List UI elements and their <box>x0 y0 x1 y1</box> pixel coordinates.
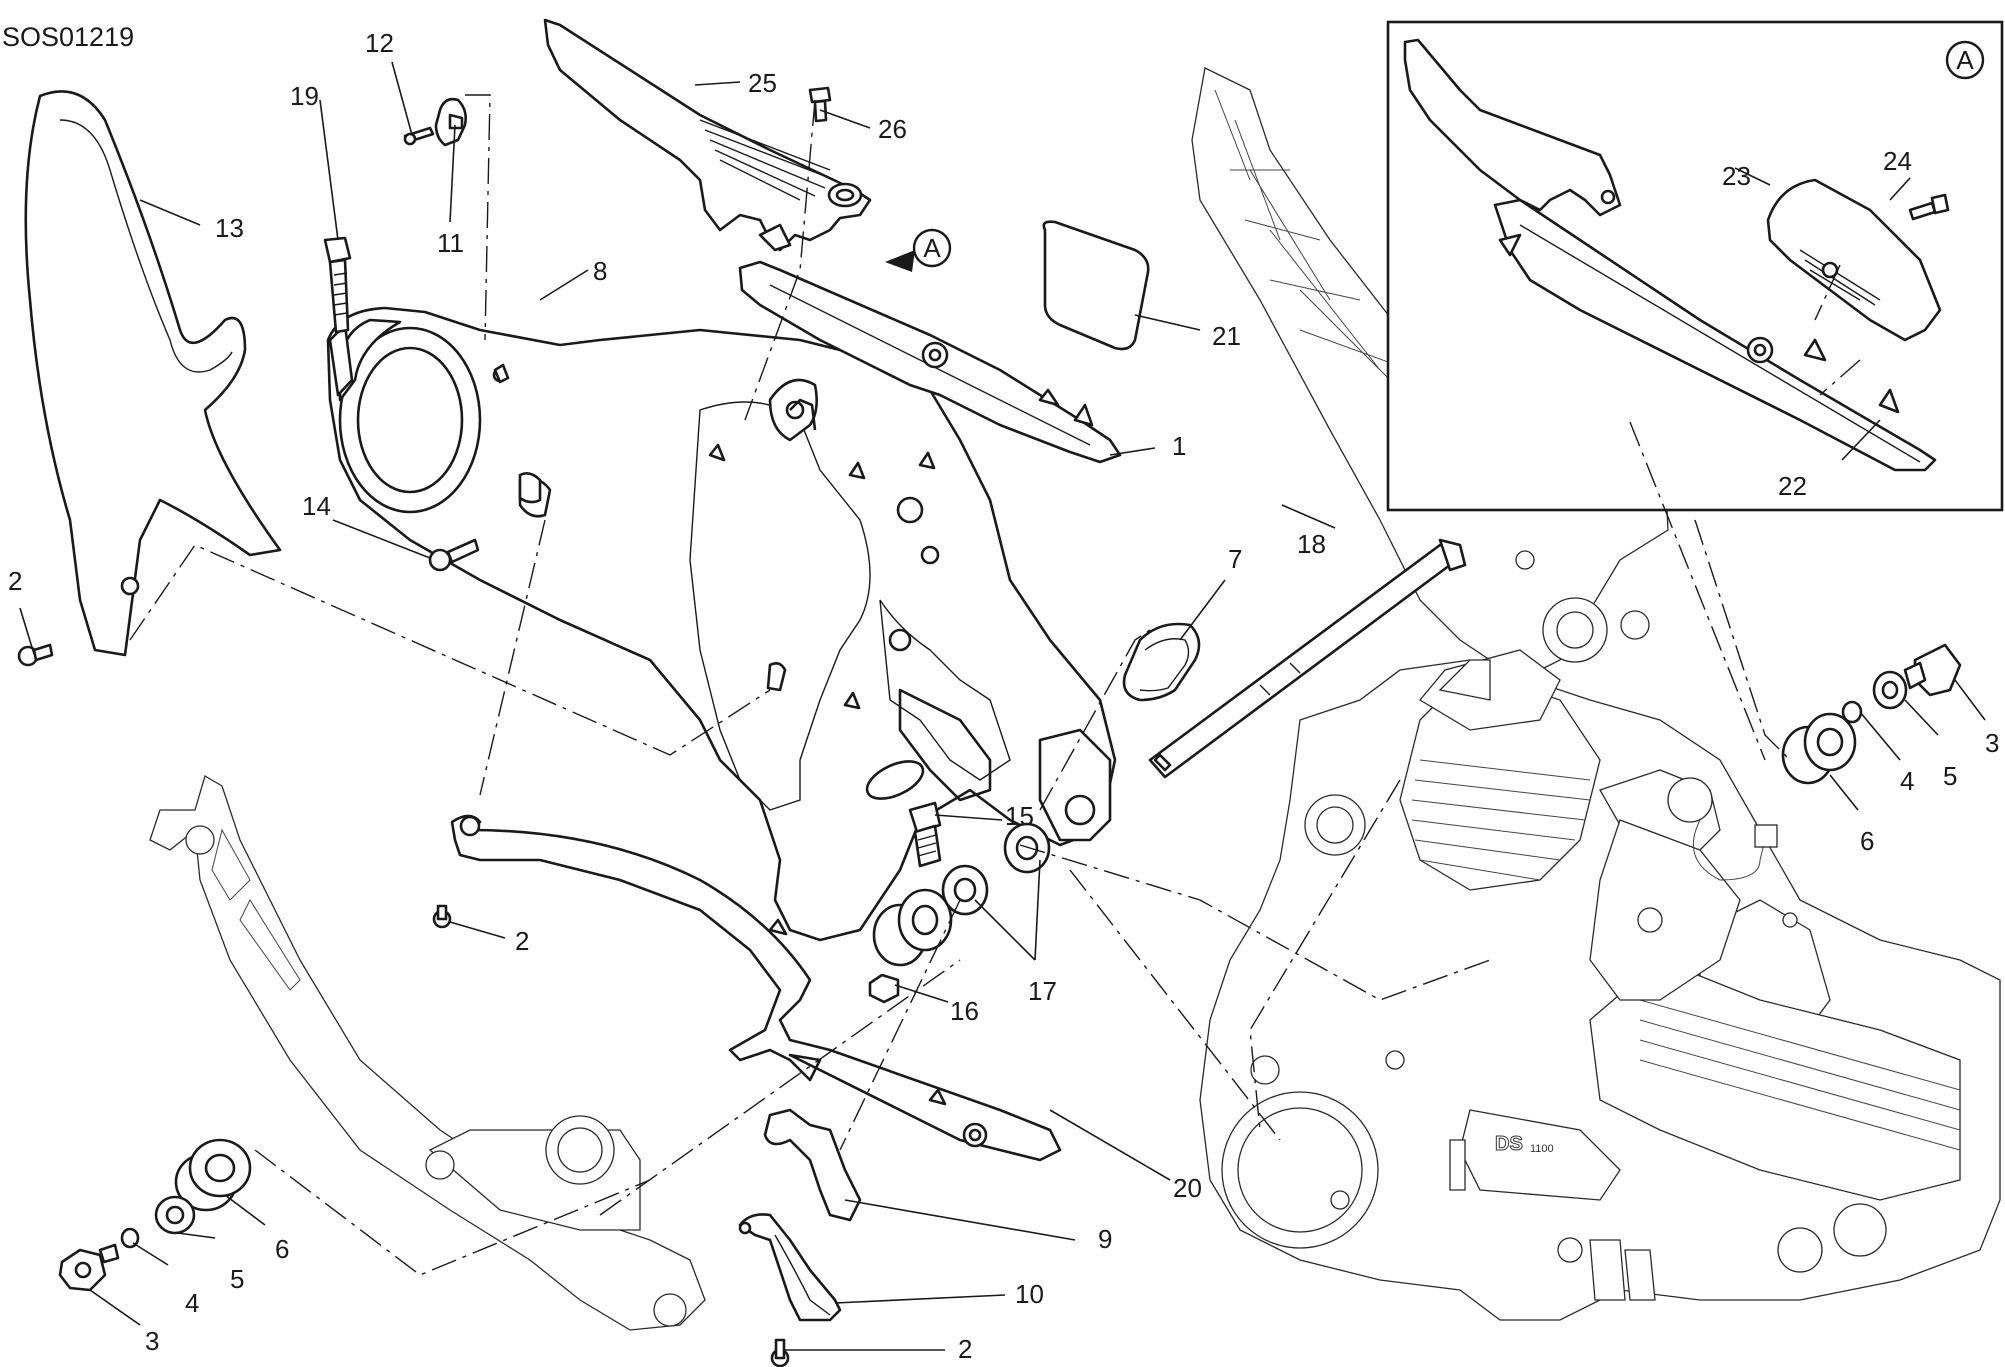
callout-25: 25 <box>748 68 777 98</box>
pivot-bushing-right <box>1781 712 1857 785</box>
callout-16: 16 <box>950 996 979 1026</box>
callout-10: 10 <box>1015 1279 1044 1309</box>
callout-6-left: 6 <box>275 1234 289 1264</box>
chain-slider-upper <box>738 260 1122 464</box>
callout-4-right: 4 <box>1900 766 1914 796</box>
cable-clamp <box>434 97 467 147</box>
callout-leaders <box>19 61 1986 1351</box>
detail-marker-inset: A <box>1945 40 1985 80</box>
guard-screw <box>808 86 832 123</box>
callout-13: 13 <box>215 213 244 243</box>
callout-24: 24 <box>1883 146 1912 176</box>
callout-9: 9 <box>1098 1224 1112 1254</box>
callout-8: 8 <box>593 256 607 286</box>
shock-nut <box>868 973 900 1004</box>
assembly-lines <box>129 94 1861 1276</box>
inset-chain-guard-cover <box>1766 178 1942 342</box>
detail-inset-a <box>1386 20 2004 512</box>
callout-2-hugger: 2 <box>8 566 22 596</box>
callout-labels: 1 2 2 2 3 3 4 4 5 5 6 6 7 8 9 10 11 12 1… <box>8 28 1999 1364</box>
slider-screw <box>432 904 452 929</box>
spacer-washers <box>941 822 1051 916</box>
pivot-small-washer-left <box>120 1227 140 1249</box>
inset-chain-slider <box>1493 198 1937 472</box>
engine-badge-text: DS <box>1495 1133 1523 1155</box>
chain-slider-bracket <box>738 1213 842 1322</box>
callout-4-left: 4 <box>185 1288 199 1318</box>
callout-15: 15 <box>1005 801 1034 831</box>
shock-bushing <box>872 888 953 967</box>
callout-26: 26 <box>878 114 907 144</box>
callout-12: 12 <box>365 28 394 58</box>
pivot-bolt-left <box>58 1243 120 1292</box>
callout-5-right: 5 <box>1943 761 1957 791</box>
callout-1: 1 <box>1172 431 1186 461</box>
callout-6-right: 6 <box>1860 826 1874 856</box>
inset-chain-guard <box>1403 38 1622 217</box>
rear-hugger <box>24 90 282 657</box>
callout-7: 7 <box>1228 544 1242 574</box>
callout-17: 17 <box>1028 976 1057 1006</box>
protective-pad <box>1042 220 1150 351</box>
callout-18: 18 <box>1297 529 1326 559</box>
swingarm <box>326 306 1117 942</box>
shock-spacer-screw <box>908 801 942 868</box>
callout-23: 23 <box>1722 161 1751 191</box>
detail-marker-main: A <box>885 228 952 272</box>
left-footpeg-bracket-ghost <box>149 775 706 1331</box>
callout-20: 20 <box>1173 1173 1202 1203</box>
engine-ghost: DS 1100 <box>1199 649 2001 1321</box>
swingarm-pivot-spindle <box>1148 538 1467 779</box>
callout-22: 22 <box>1778 471 1807 501</box>
pivot-washer-right <box>1872 670 1908 710</box>
callout-11: 11 <box>437 228 464 258</box>
callout-2-bracket: 2 <box>958 1334 972 1364</box>
callout-19: 19 <box>290 81 319 111</box>
callout-3-right: 3 <box>1985 728 1999 758</box>
callout-5-left: 5 <box>230 1264 244 1294</box>
pivot-bolt-right <box>1903 643 1962 697</box>
engine-badge-size: 1100 <box>1530 1143 1554 1155</box>
detail-marker-inset-label: A <box>1956 45 1974 75</box>
chain-guard-top <box>543 18 872 252</box>
detail-marker-main-label: A <box>923 233 941 263</box>
clamp-screw <box>403 126 435 146</box>
chain-guard-bracket <box>763 1108 862 1222</box>
chain-slider-lower <box>450 814 1062 1162</box>
pivot-small-washer-right <box>1841 700 1863 724</box>
callout-14: 14 <box>302 491 331 521</box>
pivot-washer-left <box>154 1195 196 1235</box>
callout-21: 21 <box>1212 321 1241 351</box>
bracket-screw <box>770 1338 790 1367</box>
inset-cover-screw <box>1908 193 1950 221</box>
callout-3-left: 3 <box>145 1326 159 1356</box>
pivot-clamp-bolt <box>323 236 352 334</box>
plug <box>1122 622 1201 702</box>
swingarm-screw <box>428 472 542 572</box>
hugger-screw <box>17 643 54 667</box>
pivot-bushing-left <box>174 1138 252 1212</box>
callout-2-slider: 2 <box>515 926 529 956</box>
drawing-code: SOS01219 <box>2 22 134 52</box>
